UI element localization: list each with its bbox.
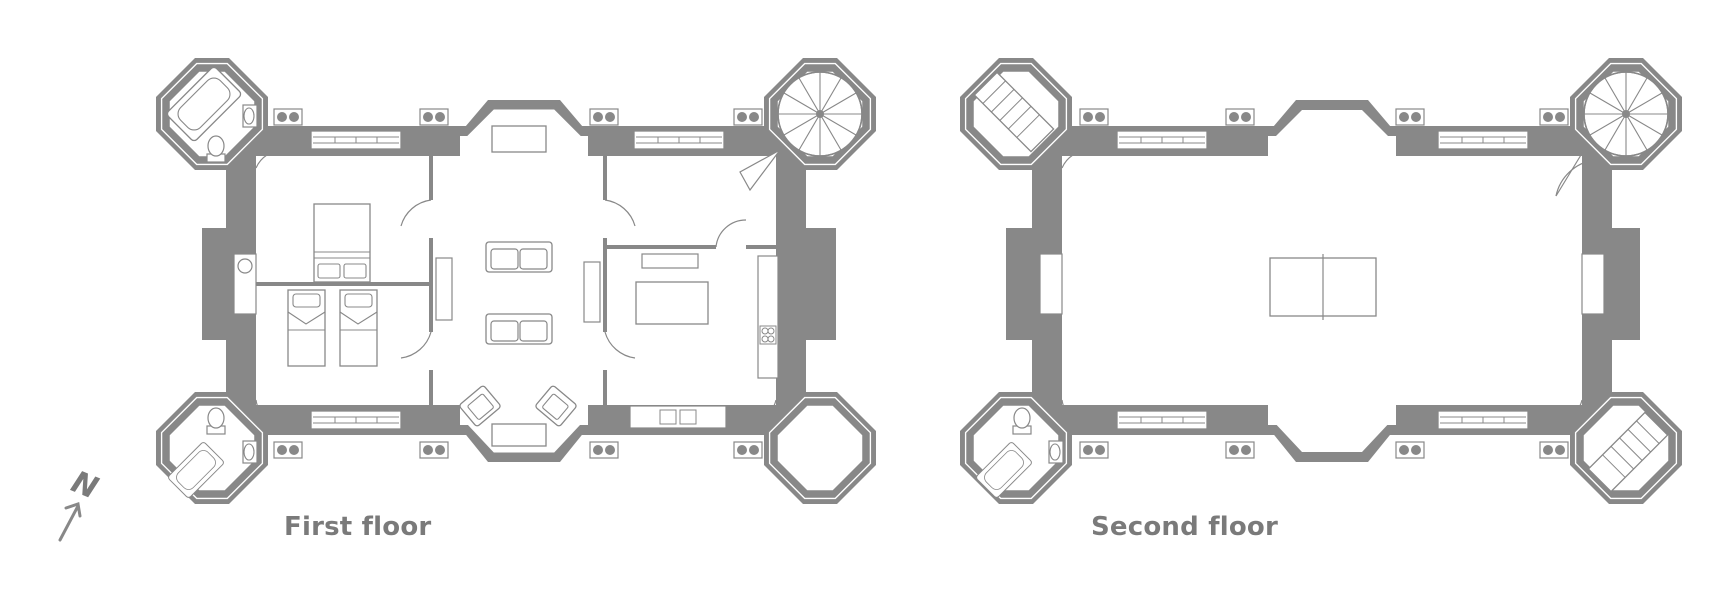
first-floor-plan xyxy=(155,57,877,505)
north-arrow-icon xyxy=(58,502,82,542)
first-floor-label: First floor xyxy=(284,512,432,542)
second-floor-plan xyxy=(959,57,1683,505)
second-floor-label: Second floor xyxy=(1091,512,1278,542)
